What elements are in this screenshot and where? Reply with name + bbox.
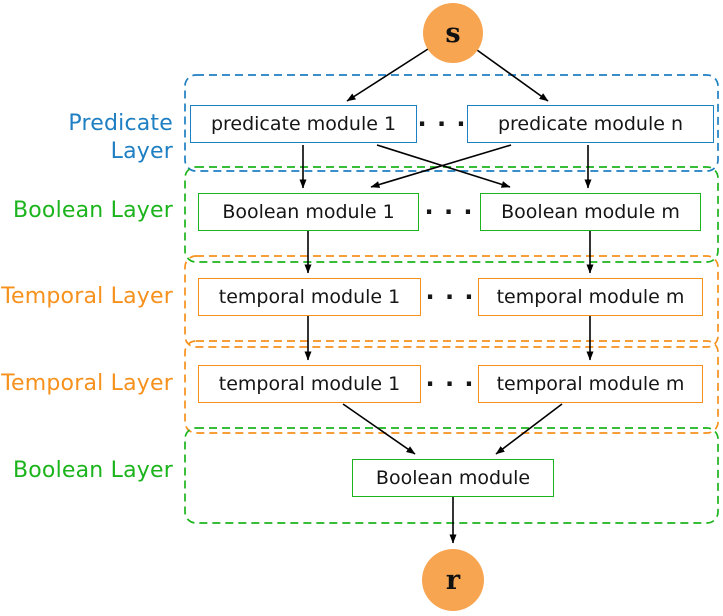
temporal-module-1-box-b: temporal module 1 [198, 365, 421, 403]
ellipsis-temporal-row-1: · · · [425, 283, 475, 311]
temporal-module-m-box-b: temporal module m [478, 365, 703, 403]
temporal-layer-band-1 [184, 255, 719, 348]
predicate-module-1-box: predicate module 1 [190, 105, 417, 143]
ellipsis-boolean-row: · · · [424, 198, 474, 226]
boolean-layer-band-2 [184, 427, 719, 524]
predicate-layer-band [184, 74, 719, 172]
layer-label-temporal-2: Temporal Layer [1, 371, 173, 396]
arrow-temporalmb-to-booleanmodule [495, 403, 563, 455]
boolean-module-1-box: Boolean module 1 [198, 193, 419, 231]
temporal-layer-band-2 [184, 340, 719, 434]
arrow-s-to-predicate-1 [346, 48, 429, 102]
ellipsis-temporal-row-2: · · · [425, 370, 475, 398]
layer-label-predicate: Predicate Layer [68, 111, 173, 164]
arrow-temporal1b-to-booleanmodule [342, 403, 416, 455]
temporal-module-1-box-a: temporal module 1 [198, 278, 421, 316]
result-node-label: r [445, 564, 461, 596]
temporal-module-m-box-a: temporal module m [478, 278, 703, 316]
source-node: s [423, 3, 483, 63]
ellipsis-predicate-row: · · · [417, 110, 467, 138]
boolean-module-final-box: Boolean module [352, 459, 554, 497]
layer-label-boolean-2: Boolean Layer [12, 458, 173, 483]
predicate-module-n-box: predicate module n [467, 105, 714, 143]
layer-label-temporal-1: Temporal Layer [1, 284, 173, 309]
arrow-predicaten-to-boolean1-cross [370, 144, 512, 188]
boolean-module-m-box: Boolean module m [480, 193, 701, 231]
result-node: r [422, 549, 484, 611]
layer-label-boolean-1: Boolean Layer [12, 198, 173, 223]
arrow-s-to-predicate-n [476, 49, 549, 102]
source-node-label: s [445, 17, 461, 49]
boolean-layer-band-1 [184, 166, 719, 263]
